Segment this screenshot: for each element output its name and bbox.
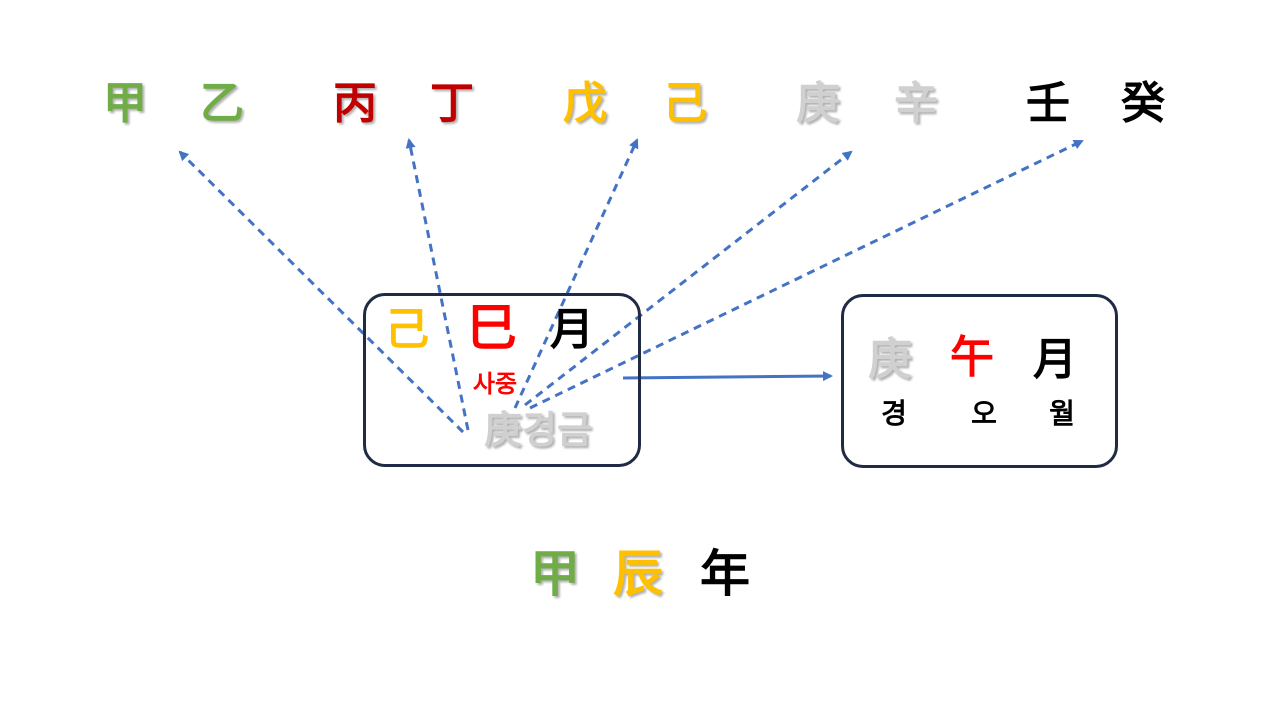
stem-mu: 戊: [563, 78, 607, 129]
stem-im: 壬: [1026, 78, 1070, 129]
left-box-month: 月: [550, 304, 594, 355]
stem-gap: 甲: [103, 78, 147, 129]
stem-gye: 癸: [1121, 78, 1165, 129]
year-suffix: 年: [700, 545, 750, 603]
left-box-branch: 巳: [467, 299, 517, 357]
arrow-to-next-month: [622, 371, 833, 382]
stem-gyeong: 庚: [796, 78, 840, 129]
right-box-stem: 庚: [868, 334, 912, 385]
year-branch: 辰: [613, 545, 663, 603]
right-box-month: 月: [1033, 334, 1077, 385]
arrow-to-earth: [513, 138, 639, 409]
arrow-to-metal: [524, 150, 853, 407]
month-box-gisa: [363, 293, 641, 467]
arrow-to-water: [529, 139, 1084, 410]
month-box-gyeongo: [841, 294, 1118, 468]
stem-gi: 己: [663, 78, 707, 129]
hidden-stem-gyeong: 庚경금: [484, 408, 592, 452]
right-box-reading-branch: 오: [971, 397, 997, 430]
right-box-reading-month: 월: [1049, 397, 1075, 430]
stem-eul: 乙: [200, 78, 244, 129]
arrow-to-wood: [178, 150, 465, 434]
year-stem: 甲: [530, 545, 580, 603]
right-box-reading-stem: 경: [881, 397, 907, 430]
right-box-branch: 午: [950, 332, 994, 383]
hidden-stem-label: 사중: [472, 370, 518, 398]
stem-jeong: 丁: [430, 78, 474, 129]
stem-byeong: 丙: [333, 78, 377, 129]
left-box-stem: 己: [385, 304, 429, 355]
stem-sin: 辛: [894, 78, 938, 129]
arrow-to-fire: [405, 138, 470, 431]
